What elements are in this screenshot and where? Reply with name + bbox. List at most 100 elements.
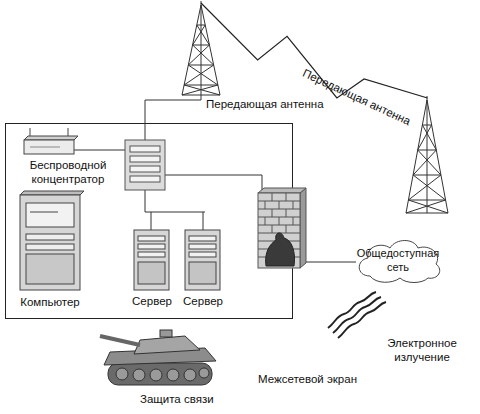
wireless-hub-symbol: [24, 140, 74, 154]
node-label: Передающая антенна: [301, 66, 413, 128]
network-wire: [306, 262, 356, 263]
tower-symbol: [184, 65, 214, 85]
tower-symbol: [193, 45, 210, 46]
network-wire: [145, 95, 201, 140]
node-label: Электронное излучение: [383, 336, 461, 364]
node-label: Защита связи: [140, 392, 214, 406]
firewall-symbol: [272, 225, 273, 233]
tower-symbol: [427, 96, 428, 213]
public-network-cloud: Общедоступная сеть: [352, 236, 444, 284]
tank-symbol: [133, 369, 145, 381]
tower-symbol: [184, 85, 220, 95]
tank-symbol: [100, 336, 140, 345]
tank-symbol: [100, 330, 216, 385]
tower-symbol: [406, 213, 448, 214]
network-wire: [74, 95, 356, 262]
server-symbol: [138, 252, 165, 257]
tower-symbol: [182, 1, 220, 95]
tower-symbol: [408, 175, 441, 200]
tower-symbol: [418, 125, 432, 150]
tank-symbol: [150, 369, 162, 381]
node-label: Беспроводной концентратор: [16, 158, 120, 186]
emission-symbol: [333, 297, 381, 333]
computer-symbol: [20, 195, 80, 290]
switch-symbol: [130, 166, 160, 172]
antenna-tower: Передающая антенна: [178, 3, 224, 96]
tower-symbol: [418, 150, 437, 151]
computer-symbol: [26, 254, 74, 284]
switch-symbol: [130, 176, 160, 182]
server-symbol: [185, 230, 220, 290]
server: Сервер: [183, 228, 223, 290]
tower-symbol: [408, 200, 445, 201]
firewall-symbol: [293, 201, 294, 209]
tower-symbol: [406, 200, 446, 213]
firewall-symbol: [272, 193, 273, 201]
server-symbol: [138, 262, 165, 284]
firewall-symbol: [258, 188, 306, 193]
tank-symbol: [108, 363, 212, 385]
wireless-hub: Беспроводной концентратор: [22, 128, 78, 156]
tower-symbol: [193, 45, 214, 65]
tower-symbol: [197, 25, 205, 26]
switch-symbol: [130, 146, 160, 152]
switch-symbol: [125, 140, 165, 190]
cloud-outline: [352, 236, 444, 284]
server-symbol: [185, 230, 220, 290]
tower-symbol: [418, 150, 441, 175]
node-label: Сервер: [179, 294, 227, 308]
antenna-tower: Передающая антенна: [405, 98, 450, 215]
node-label: Сервер: [128, 294, 176, 308]
server-symbol: [134, 230, 169, 290]
tower-symbol: [188, 65, 218, 85]
tower-symbol: [406, 96, 448, 213]
tank-symbol: [134, 336, 200, 354]
lan-frame: [6, 124, 293, 319]
firewall-symbol: [265, 201, 266, 209]
switch-symbol: [125, 140, 165, 190]
tank-symbol: [167, 369, 179, 381]
network-wire: [74, 150, 125, 151]
server-symbol: [189, 262, 216, 284]
server-symbol: [189, 244, 216, 249]
network-wire: [203, 212, 204, 230]
firewall-symbol: [279, 201, 280, 209]
tank-symbol: [160, 330, 172, 337]
server: Сервер: [132, 228, 172, 290]
node-label: Компьютер: [18, 295, 82, 309]
tank-symbol: [199, 368, 209, 378]
tank: Защита связи: [98, 330, 218, 387]
wireless-hub-symbol: [24, 128, 78, 154]
computer-symbol: [26, 203, 74, 227]
network-wire: [151, 212, 152, 230]
wireless-hub-symbol: [30, 147, 60, 148]
firewall-symbol: [279, 217, 280, 225]
firewall-symbol: [293, 217, 294, 225]
computer: Компьютер: [18, 193, 82, 291]
wireless-hub-symbol: [24, 136, 78, 140]
tower-symbol: [422, 125, 431, 126]
tank-symbol: [184, 369, 196, 381]
caption-label: Межсетевой экран: [258, 372, 357, 386]
network-wire: [145, 190, 205, 212]
server-symbol: [189, 236, 216, 241]
tower-symbol: [188, 45, 209, 65]
node-label: Передающая антенна: [206, 97, 324, 111]
lan-frame: [6, 124, 293, 319]
firewall-symbol: [286, 193, 287, 201]
emission-waves: Электронное излучение: [326, 290, 384, 338]
server-symbol: [134, 230, 169, 290]
tower-symbol: [201, 1, 202, 95]
tower-symbol: [413, 150, 436, 175]
node-label: Общедоступная сеть: [356, 246, 440, 274]
firewall-symbol: [272, 209, 273, 217]
tower-symbol: [184, 85, 218, 86]
network-wire: [165, 175, 262, 193]
tower-symbol: [408, 200, 448, 213]
server-symbol: [138, 244, 165, 249]
computer-symbol: [30, 212, 58, 213]
tower-symbol: [182, 85, 218, 95]
tower-symbol: [413, 175, 441, 176]
tower-symbol: [413, 175, 446, 200]
emission-symbol: [328, 292, 386, 338]
